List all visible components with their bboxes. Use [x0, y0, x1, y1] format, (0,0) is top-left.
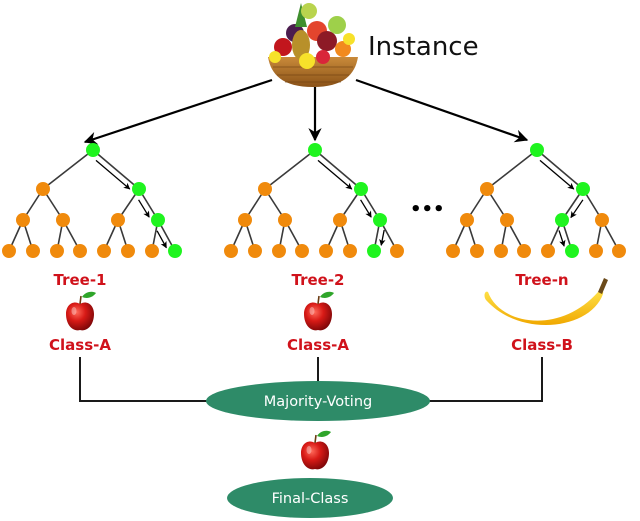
instance-to-tree-n-arrow: [355, 78, 529, 143]
tree-node-on-path: [308, 143, 322, 157]
tree-node: [248, 244, 262, 258]
tree-edge: [314, 149, 362, 190]
tree-node: [470, 244, 484, 258]
tree-2-prediction: Class-A: [287, 336, 349, 354]
trees-layer: [2, 143, 626, 258]
tree-node: [272, 244, 286, 258]
decision-path-arrow: [558, 230, 566, 247]
decision-path-arrow: [156, 230, 167, 249]
tree-node: [258, 182, 272, 196]
tree-node-on-path: [530, 143, 544, 157]
tree-node: [319, 244, 333, 258]
tree-edge: [264, 149, 316, 190]
tree-n-label: Tree-n: [515, 271, 568, 289]
tree-n-banana-icon: [484, 278, 608, 325]
final-class-node: Final-Class: [227, 478, 393, 518]
tree-node: [460, 213, 474, 227]
tree-n-prediction: Class-B: [511, 336, 573, 354]
tree-node: [612, 244, 626, 258]
tree-node: [145, 244, 159, 258]
instance-label: Instance: [368, 32, 479, 62]
tree-edge: [536, 149, 584, 190]
tree-node: [295, 244, 309, 258]
tree-node: [224, 244, 238, 258]
tree-node: [589, 244, 603, 258]
tree-node-on-path: [576, 182, 590, 196]
tree-1-vote-connector: [79, 357, 212, 402]
tree-node: [595, 213, 609, 227]
tree-node: [238, 213, 252, 227]
tree-node-on-path: [565, 244, 579, 258]
tree-node-on-path: [151, 213, 165, 227]
tree-node: [73, 244, 87, 258]
tree-edge: [92, 149, 140, 190]
tree-node: [500, 213, 514, 227]
tree-2-apple-icon: [303, 291, 335, 332]
tree-node: [97, 244, 111, 258]
decision-path-arrow: [317, 159, 353, 190]
decision-path-arrow: [539, 159, 575, 190]
final-apple-icon: [300, 430, 332, 471]
tree-3: [446, 143, 626, 258]
tree-1-apple-icon: [65, 291, 97, 332]
tree-node: [517, 244, 531, 258]
tree-node: [480, 182, 494, 196]
tree-node-on-path: [168, 244, 182, 258]
tree-node-on-path: [354, 182, 368, 196]
tree-node: [26, 244, 40, 258]
decision-path-arrow: [360, 199, 372, 218]
decision-path-arrow: [95, 159, 131, 190]
tree-edge: [42, 149, 94, 190]
tree-node: [56, 213, 70, 227]
decision-path-arrow: [379, 229, 386, 246]
tree-node: [390, 244, 404, 258]
tree-2-label: Tree-2: [292, 271, 345, 289]
tree-node-on-path: [86, 143, 100, 157]
tree-node: [50, 244, 64, 258]
tree-1-label: Tree-1: [54, 271, 107, 289]
tree-node: [121, 244, 135, 258]
tree-1-prediction: Class-A: [49, 336, 111, 354]
tree-node: [2, 244, 16, 258]
tree-node: [541, 244, 555, 258]
tree-node-on-path: [555, 213, 569, 227]
tree-node: [494, 244, 508, 258]
tree-node-on-path: [367, 244, 381, 258]
tree-node-on-path: [373, 213, 387, 227]
tree-n-vote-connector: [425, 357, 543, 402]
decision-path-arrow: [138, 199, 150, 218]
tree-node: [36, 182, 50, 196]
instance-to-tree-1-arrow: [83, 78, 273, 145]
tree-edge: [486, 149, 538, 190]
tree-1: [2, 143, 182, 258]
instance-fruit-basket: [268, 3, 358, 87]
majority-voting-node: Majority-Voting: [206, 381, 430, 421]
majority-voting-label: Majority-Voting: [264, 394, 372, 410]
tree-node: [446, 244, 460, 258]
tree-node: [111, 213, 125, 227]
tree-node: [343, 244, 357, 258]
final-class-label: Final-Class: [272, 491, 349, 507]
tree-node-on-path: [132, 182, 146, 196]
tree-node: [333, 213, 347, 227]
decision-path-arrow: [570, 199, 584, 219]
tree-2: [224, 143, 404, 258]
tree-node: [278, 213, 292, 227]
tree-node: [16, 213, 30, 227]
more-trees-ellipsis: •••: [410, 199, 445, 220]
